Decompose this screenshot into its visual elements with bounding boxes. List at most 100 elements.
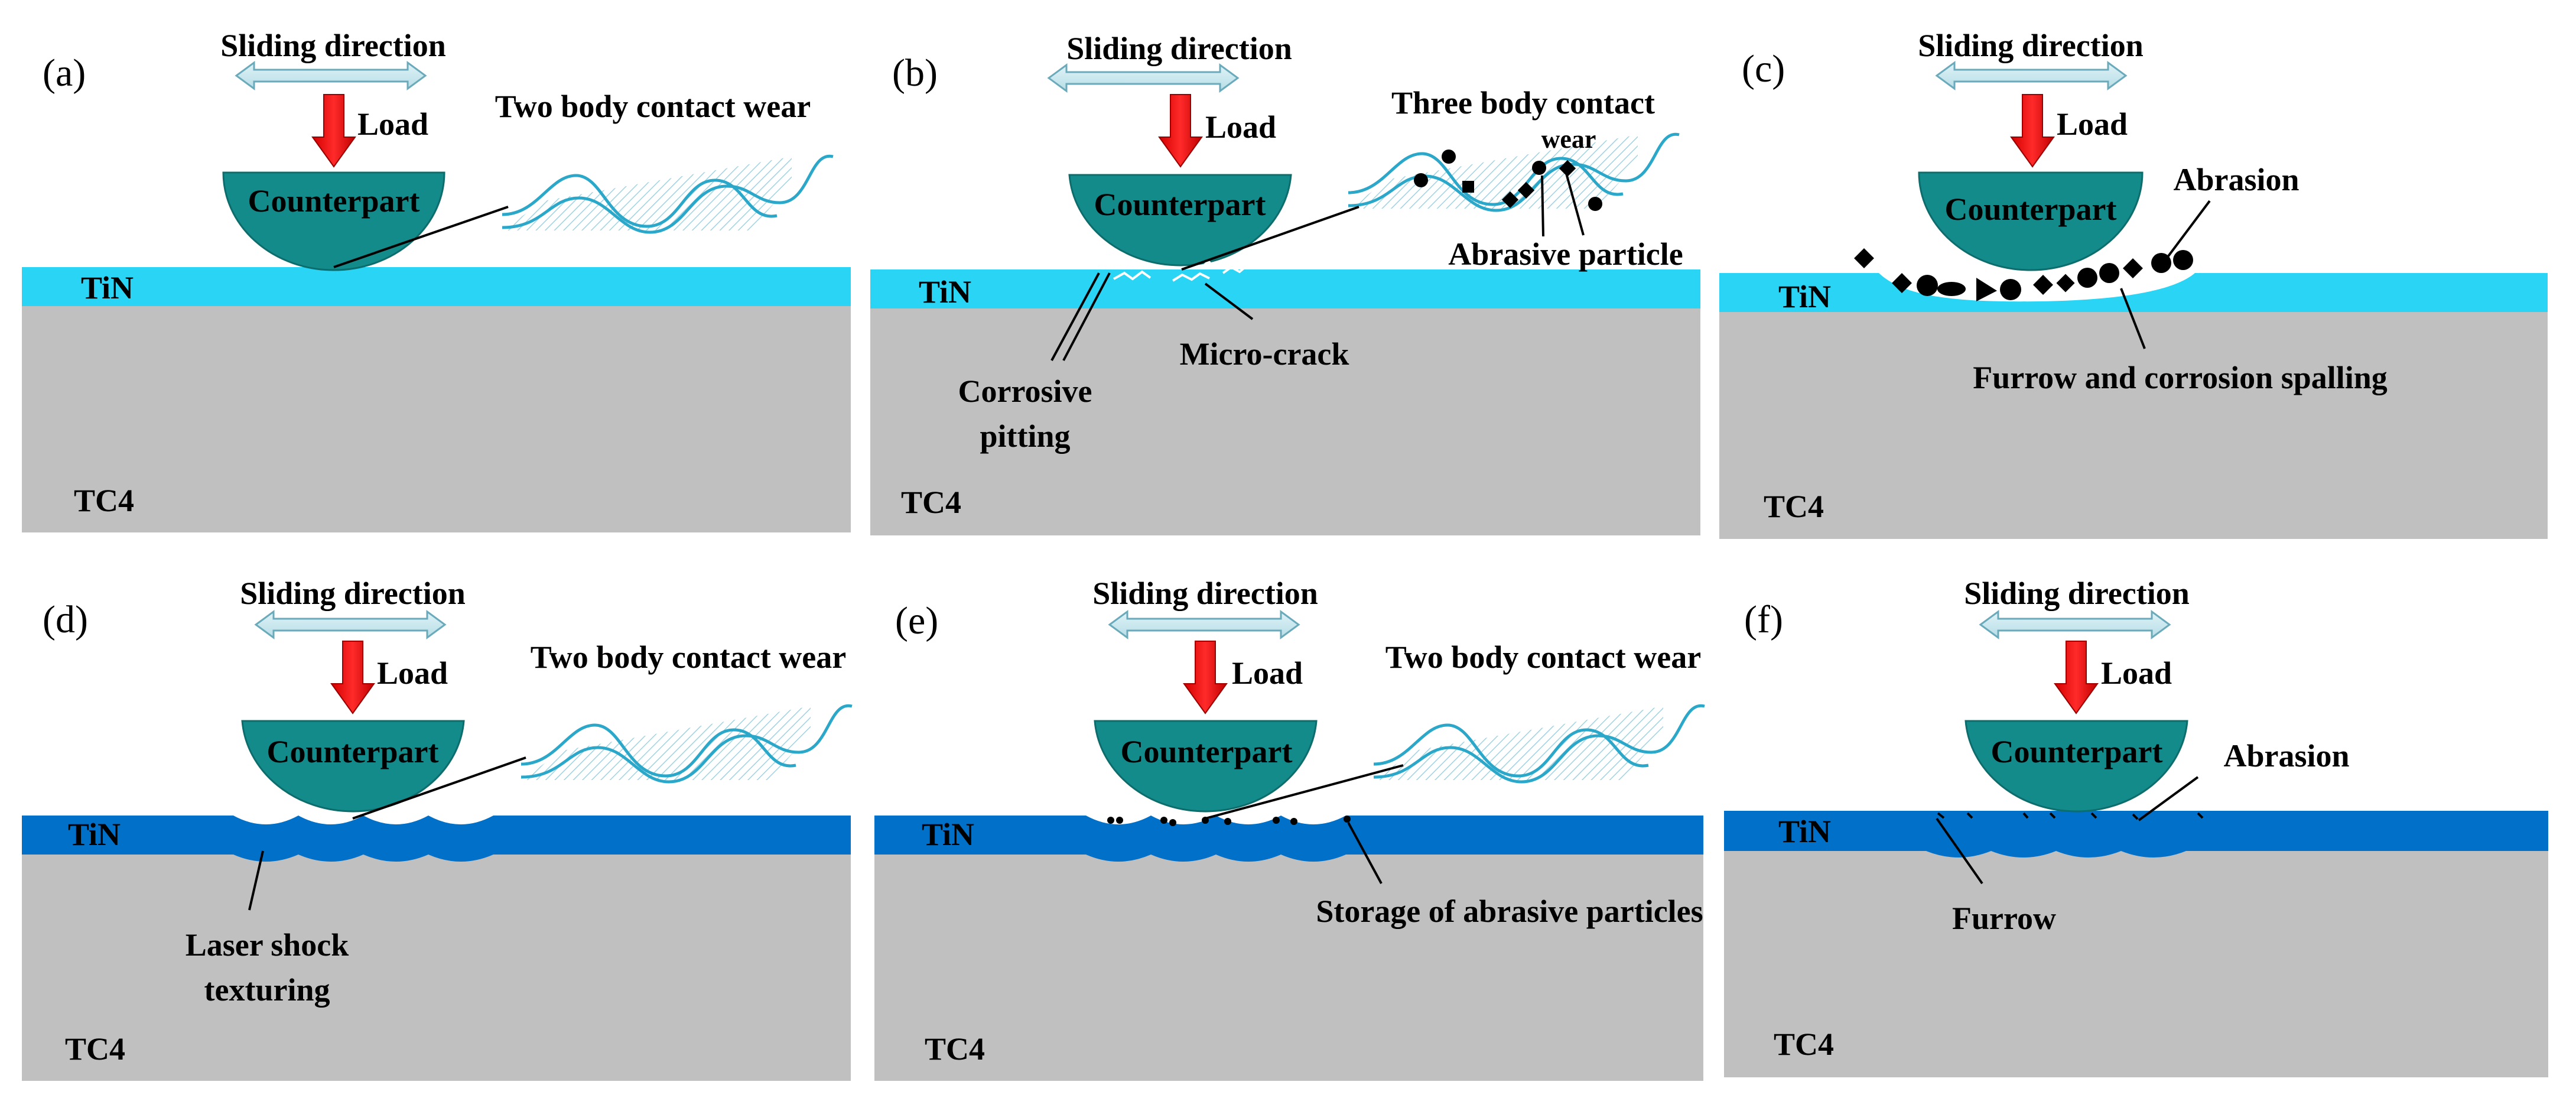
sliding-direction-arrow <box>1936 61 2127 90</box>
substrate-block <box>1724 851 2548 1077</box>
micro-crack-label: Micro-crack <box>1180 336 1349 372</box>
sliding-direction-arrow <box>235 61 427 90</box>
contact-wave-inset <box>521 706 852 782</box>
panel-letter: (f) <box>1744 598 1783 641</box>
sliding-direction-label: Sliding direction <box>1964 576 2190 611</box>
load-label: Load <box>2057 106 2128 142</box>
load-label: Load <box>1205 109 1276 145</box>
substrate-block <box>22 855 851 1081</box>
coating-label: TiN <box>81 270 134 306</box>
leader-line <box>1181 206 1359 271</box>
texture-bulges <box>233 855 493 862</box>
counterpart-ball <box>1094 720 1318 813</box>
coating-label: TiN <box>919 274 971 310</box>
abrasion-leader-line <box>2164 200 2211 261</box>
leader-line <box>1205 764 1404 820</box>
leader-line <box>333 206 509 268</box>
counterpart-ball <box>1964 720 2188 813</box>
pitting-leader-line <box>1062 272 1111 361</box>
abrasion-leader-line <box>2138 776 2199 821</box>
counterpart-ball <box>1918 171 2144 271</box>
texture-bulges <box>1086 855 1346 862</box>
corrosive-pitting-label: Corrosive <box>958 373 1092 409</box>
load-arrow <box>1183 641 1227 714</box>
abrasion-label: Abrasion <box>2223 738 2349 774</box>
coating-label: TiN <box>68 817 121 852</box>
counterpart-label: Counterpart <box>1991 734 2163 769</box>
sliding-direction-label: Sliding direction <box>220 28 446 63</box>
counterpart-label: Counterpart <box>1121 734 1293 769</box>
particle-leader-line <box>1541 175 1544 237</box>
abrasive-particle-label: Abrasive particle <box>1448 236 1683 272</box>
substrate-label: TC4 <box>925 1031 985 1067</box>
coating-layer <box>870 269 1700 308</box>
load-label: Load <box>2101 655 2172 691</box>
sliding-direction-label: Sliding direction <box>1092 576 1318 611</box>
load-label: Load <box>357 106 428 142</box>
texture-leader-line <box>248 850 264 911</box>
panel-letter: (b) <box>892 51 938 95</box>
abrasive-particles <box>1414 150 1602 211</box>
load-arrow <box>1159 94 1202 167</box>
coating-layer <box>22 816 851 855</box>
load-label: Load <box>1232 655 1303 691</box>
substrate-label: TC4 <box>74 483 134 518</box>
substrate-block <box>22 306 851 532</box>
sliding-direction-arrow <box>1979 610 2171 639</box>
load-arrow <box>312 94 356 167</box>
counterpart-label: Counterpart <box>248 183 420 219</box>
three-body-wear-label-2: wear <box>1541 125 1596 154</box>
panel-letter: (e) <box>895 599 938 642</box>
stored-particles <box>1107 816 1351 826</box>
panel-letter: (a) <box>43 51 86 95</box>
counterpart-ball <box>1068 174 1292 267</box>
substrate-block <box>874 855 1703 1081</box>
storage-leader-line <box>1347 822 1383 884</box>
substrate-label: TC4 <box>65 1031 125 1067</box>
panel-e: (e) Sliding direction Load Counterpart T… <box>874 576 1705 1081</box>
load-arrow <box>2011 94 2054 167</box>
sliding-direction-arrow <box>1108 610 1300 639</box>
panel-b: (b) Sliding direction Load Counterpart T… <box>870 31 1700 535</box>
counterpart-label: Counterpart <box>1094 187 1266 222</box>
panel-c: (c) Sliding direction Load Counterpart A… <box>1719 28 2548 539</box>
substrate-label: TC4 <box>901 485 961 520</box>
particle-leader-line <box>1565 171 1585 236</box>
two-body-wear-label: Two body contact wear <box>531 639 846 675</box>
contact-wave-inset <box>502 156 833 232</box>
coating-label: TiN <box>1778 279 1831 314</box>
pitting-leader-line <box>1050 272 1100 361</box>
panel-letter: (d) <box>43 598 88 641</box>
panel-letter: (c) <box>1742 47 1785 90</box>
counterpart-label: Counterpart <box>1945 191 2117 227</box>
furrow-marks <box>1937 812 2204 820</box>
sliding-direction-arrow <box>1048 64 1239 92</box>
two-body-wear-label: Two body contact wear <box>1385 639 1701 675</box>
crack-leader-line <box>1204 282 1254 320</box>
sliding-direction-label: Sliding direction <box>1066 31 1292 66</box>
counterpart-ball <box>241 720 465 813</box>
panel-d: (d) Sliding direction Load Counterpart T… <box>22 576 852 1081</box>
load-arrow <box>331 641 375 714</box>
furrow-leader-line <box>1936 817 1983 885</box>
panel-a: (a) Sliding direction Load Counterpart T… <box>22 28 851 532</box>
substrate-block <box>870 308 1700 535</box>
substrate-label: TC4 <box>1774 1026 1834 1062</box>
furrow-leader-line <box>2120 288 2146 349</box>
texture-bulges <box>1926 851 2186 857</box>
coating-label: TiN <box>922 817 974 852</box>
corrosive-pitting-label-2: pitting <box>980 418 1070 454</box>
sliding-direction-arrow <box>255 610 446 639</box>
contact-wave-inset <box>1374 706 1705 782</box>
laser-shock-label-2: texturing <box>204 972 330 1008</box>
furrow-label: Furrow <box>1952 901 2056 936</box>
substrate-block <box>1719 312 2548 539</box>
three-body-wear-label: Three body contact <box>1391 85 1655 121</box>
sliding-direction-label: Sliding direction <box>240 576 466 611</box>
sliding-direction-label: Sliding direction <box>1918 28 2144 63</box>
texture-dimples <box>1086 816 1346 824</box>
panel-f: (f) Sliding direction Load Counterpart A… <box>1724 576 2548 1077</box>
two-body-wear-label: Two body contact wear <box>495 89 811 124</box>
furrow-spalling-label: Furrow and corrosion spalling <box>1973 360 2388 395</box>
